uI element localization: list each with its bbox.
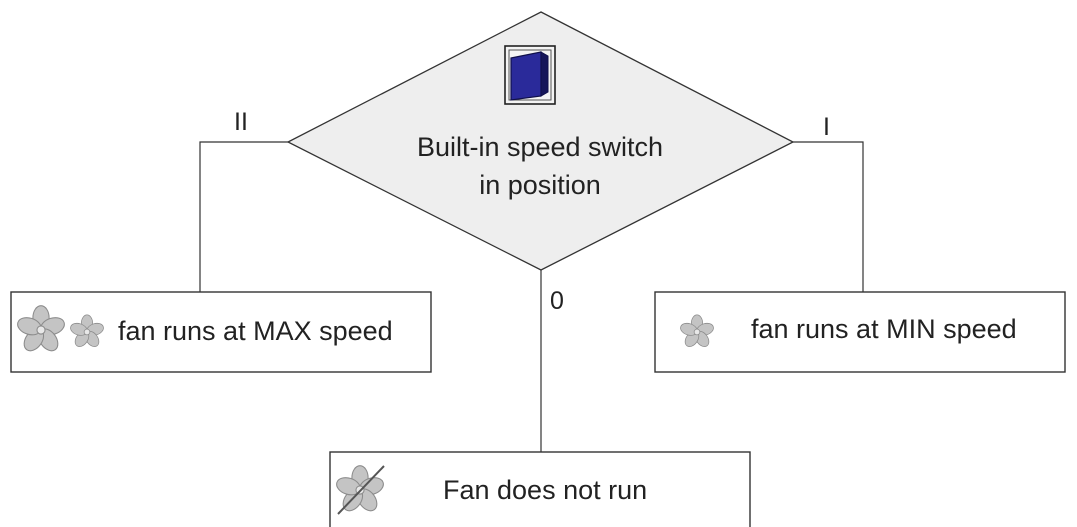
decision-label-line1: Built-in speed switch bbox=[416, 132, 664, 162]
decision-label-line2: in position bbox=[479, 170, 601, 200]
branch-label-bottom: 0 bbox=[550, 287, 564, 315]
outcome-label-off: Fan does not run bbox=[443, 475, 648, 505]
outcome-label-max: fan runs at MAX speed bbox=[118, 316, 393, 346]
branch-label-left: II bbox=[234, 108, 248, 136]
outcome-box-min bbox=[654, 291, 1066, 373]
outcome-box-off bbox=[329, 451, 751, 527]
decision-diamond bbox=[286, 11, 795, 271]
rocker-switch-icon bbox=[504, 45, 556, 105]
decision-label: Built-in speed switch in position bbox=[340, 128, 740, 204]
connector-left bbox=[199, 141, 288, 292]
branch-label-right: I bbox=[823, 113, 830, 141]
fan-off-icon bbox=[333, 465, 387, 515]
connector-lines bbox=[199, 141, 864, 452]
outcome-label-min: fan runs at MIN speed bbox=[751, 314, 1017, 344]
connector-right bbox=[793, 141, 864, 292]
